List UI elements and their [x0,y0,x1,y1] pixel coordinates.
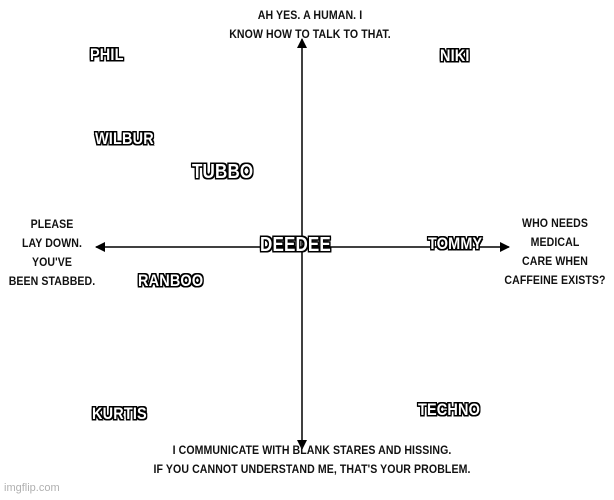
name-deedee: DEEDEE [260,234,331,256]
right-axis-label: WHO NEEDS MEDICAL CARE WHEN CAFFEINE EXI… [503,214,607,290]
top-axis-label-line: KNOW HOW TO TALK TO THAT. [229,27,391,41]
right-axis-label-line: CARE WHEN [522,254,588,268]
top-axis-label-line: AH YES. A HUMAN. I [257,8,363,22]
bottom-axis-label: I COMMUNICATE WITH BLANK STARES AND HISS… [145,441,479,479]
left-axis-label-line: PLEASE [30,217,74,231]
bottom-axis-label-line: I COMMUNICATE WITH BLANK STARES AND HISS… [172,443,452,457]
left-axis-label-line: LAY DOWN. [21,236,83,250]
name-tommy: TOMMY [428,234,483,253]
bottom-axis-label-line: IF YOU CANNOT UNDERSTAND ME, THAT'S YOUR… [153,462,471,476]
name-kurtis: KURTIS [92,404,147,423]
watermark: imgflip.com [4,482,60,494]
left-axis-label: PLEASE LAY DOWN. YOU'VE BEEN STABBED. [6,215,98,291]
right-axis-label-line: WHO NEEDS [522,216,588,230]
right-axis-label-line: CAFFEINE EXISTS? [504,273,606,287]
name-techno: TECHNO [418,400,481,419]
name-phil: PHIL [90,45,124,64]
right-axis-label-line: MEDICAL [530,235,580,249]
name-tubbo: TUBBO [192,161,254,183]
name-ranboo: RANBOO [138,271,204,290]
top-axis-label: AH YES. A HUMAN. I KNOW HOW TO TALK TO T… [204,6,415,44]
name-wilbur: WILBUR [95,129,154,148]
left-axis-label-line: BEEN STABBED. [8,274,96,288]
left-axis-label-line: YOU'VE [31,255,73,269]
name-niki: NIKI [440,46,470,65]
